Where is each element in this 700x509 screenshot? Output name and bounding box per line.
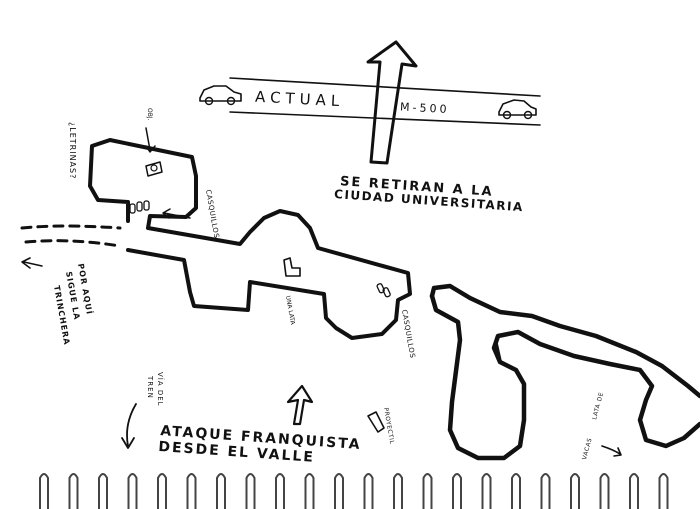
spiral-ring — [68, 473, 79, 509]
spiral-ring — [186, 473, 197, 509]
spiral-ring — [334, 473, 344, 509]
label-proyectil: PROYECTIL — [382, 407, 395, 445]
label-letrinas: ¿LETRINAS? — [68, 122, 77, 179]
spiral-ring — [363, 473, 374, 509]
spiral-ring — [658, 473, 669, 509]
spiral-ring — [39, 473, 49, 509]
car-icon-right — [498, 99, 537, 120]
spiral-ring — [98, 473, 108, 509]
spiral-ring — [511, 473, 521, 509]
projectile-icon — [367, 411, 385, 433]
spiral-ring — [275, 473, 285, 509]
spiral-ring — [157, 473, 167, 509]
casings-arrow-icon — [162, 208, 191, 219]
trench-right-outer — [429, 283, 700, 399]
trench-left-arrow-icon — [21, 257, 43, 269]
spiral-ring — [393, 473, 403, 509]
spiral-ring — [629, 473, 639, 509]
label-una-lata: UNA LATA — [284, 295, 296, 326]
road-m500 — [229, 77, 541, 126]
can-object-icon — [283, 257, 301, 277]
shell-casings-icon — [129, 200, 150, 214]
pointer-arrow-icon — [145, 127, 156, 153]
car-icon-left — [199, 85, 242, 106]
cow-can-arrow-icon — [601, 445, 622, 457]
trench-dashed-continuation — [20, 224, 122, 230]
spiral-ring — [599, 473, 610, 509]
label-casquillos-top: CASQUILLOS — [204, 189, 220, 239]
label-obj: OBJ. — [146, 108, 153, 121]
trench-latrine-room — [88, 138, 412, 340]
retreat-arrow-icon — [366, 40, 418, 165]
spiral-ring — [540, 473, 551, 509]
spiral-ring — [245, 473, 256, 509]
notebook-spiral-binding — [39, 473, 669, 509]
railway-arrow-icon — [121, 403, 137, 449]
spiral-ring — [481, 473, 492, 509]
attack-arrow-icon — [286, 384, 314, 426]
spiral-ring — [216, 473, 226, 509]
spiral-ring — [570, 473, 580, 509]
road-label-m500: M-500 — [400, 100, 450, 116]
road-label-actual: ACTUAL — [255, 88, 345, 111]
label-lata-1: LATA DE — [591, 391, 605, 420]
casings-right-icon — [376, 283, 391, 298]
label-via-2: TREN — [146, 375, 154, 399]
label-via-1: VÍA DEL — [156, 372, 165, 407]
spiral-ring — [452, 473, 462, 509]
spiral-ring — [304, 473, 315, 509]
spiral-ring — [127, 473, 138, 509]
label-casquillos-right: CASQUILLOS — [400, 309, 416, 359]
latrine-object-icon — [145, 161, 163, 177]
spiral-ring — [422, 473, 433, 509]
trench-network — [20, 138, 700, 461]
label-lata-2: VACAS — [581, 437, 594, 460]
